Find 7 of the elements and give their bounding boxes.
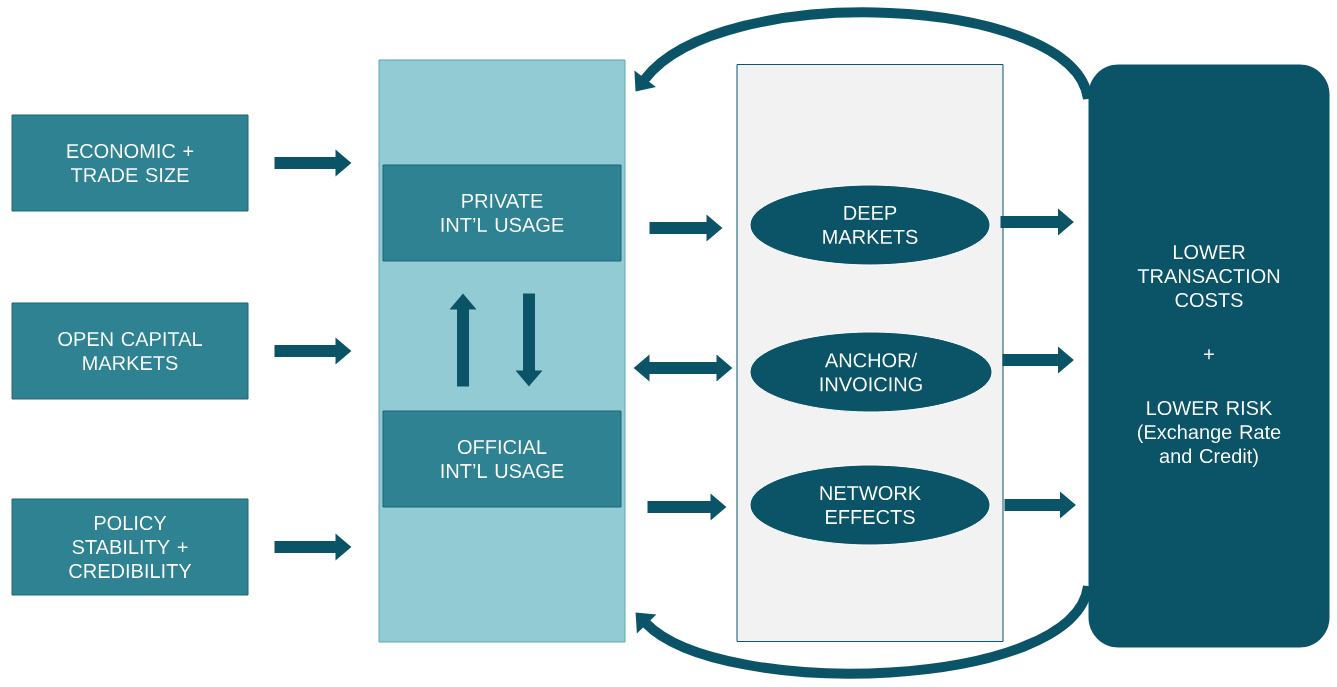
input-box: OPEN CAPITAL MARKETS [11,302,249,400]
usage-box: PRIVATE INT’L USAGE [382,164,622,262]
usage-box: OFFICIAL INT’L USAGE [382,410,622,508]
input-box: POLICY STABILITY + CREDIBILITY [11,498,249,596]
input-box: ECONOMIC + TRADE SIZE [11,114,249,212]
outcome-box: LOWER TRANSACTION COSTS + LOWER RISK (Exchange Rate and Credit) [1088,64,1330,648]
curved-arrow [634,7,1093,101]
